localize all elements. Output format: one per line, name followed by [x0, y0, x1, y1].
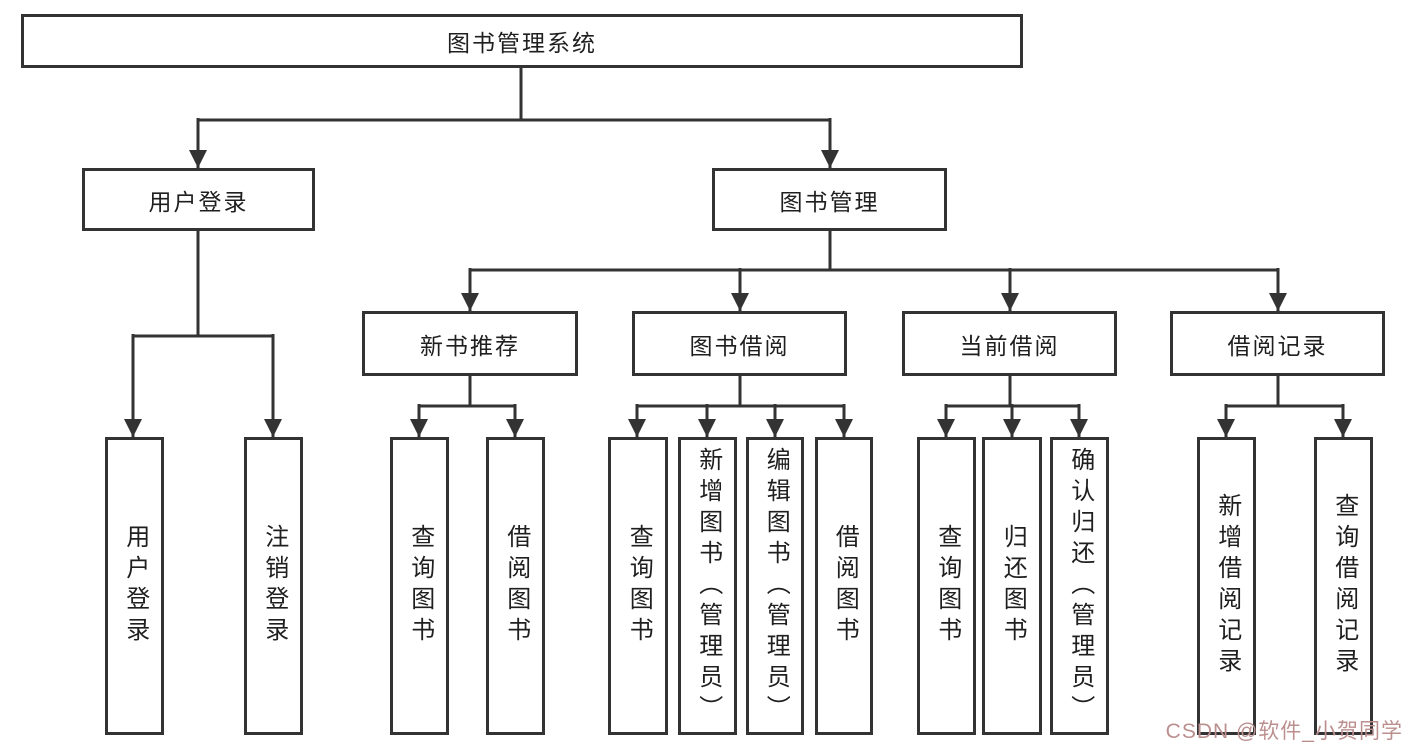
leaf-recommend-borrow-books-label: 借阅图书 — [502, 524, 530, 648]
leaf-edit-books-admin: 编辑图书（管理员） — [746, 437, 804, 735]
leaf-return-books-label: 归还图书 — [999, 524, 1027, 648]
leaf-return-books: 归还图书 — [982, 437, 1042, 735]
node-current-borrowing-label: 当前借阅 — [959, 332, 1060, 359]
node-book-borrowing: 图书借阅 — [632, 311, 847, 376]
leaf-user-login-action: 用户登录 — [105, 437, 164, 735]
leaf-borrowing-query-books: 查询图书 — [608, 437, 668, 735]
node-book-borrowing-label: 图书借阅 — [689, 332, 790, 359]
node-borrowing-records-label: 借阅记录 — [1227, 332, 1328, 359]
node-user-login-label: 用户登录 — [148, 188, 249, 215]
leaf-query-borrow-record-label: 查询借阅记录 — [1330, 493, 1358, 679]
leaf-recommend-borrow-books: 借阅图书 — [486, 437, 545, 735]
leaf-borrowing-borrow-books-label: 借阅图书 — [831, 524, 859, 648]
node-user-login: 用户登录 — [82, 168, 315, 231]
leaf-borrowing-query-books-label: 查询图书 — [625, 524, 653, 648]
node-new-book-recommend-label: 新书推荐 — [420, 332, 520, 359]
node-new-book-recommend: 新书推荐 — [362, 311, 578, 376]
leaf-logout-action: 注销登录 — [244, 437, 303, 735]
leaf-add-borrow-record-label: 新增借阅记录 — [1213, 493, 1241, 679]
leaf-add-books-admin-label: 新增图书（管理员） — [694, 446, 722, 726]
node-root-system-label: 图书管理系统 — [447, 30, 597, 56]
watermark: CSDN @软件_小贺同学 — [1165, 720, 1403, 743]
leaf-borrowing-borrow-books: 借阅图书 — [815, 437, 873, 735]
leaf-confirm-return-admin: 确认归还（管理员） — [1050, 437, 1109, 735]
leaf-user-login-action-label: 用户登录 — [121, 524, 149, 648]
leaf-add-books-admin: 新增图书（管理员） — [678, 437, 737, 735]
node-borrowing-records: 借阅记录 — [1170, 311, 1385, 376]
node-root-system: 图书管理系统 — [21, 14, 1023, 68]
leaf-edit-books-admin-label: 编辑图书（管理员） — [762, 446, 790, 726]
leaf-current-query-books-label: 查询图书 — [933, 524, 961, 648]
leaf-recommend-query-books: 查询图书 — [390, 437, 449, 735]
leaf-recommend-query-books-label: 查询图书 — [406, 524, 434, 648]
node-book-management: 图书管理 — [712, 168, 947, 231]
leaf-current-query-books: 查询图书 — [917, 437, 976, 735]
leaf-add-borrow-record: 新增借阅记录 — [1197, 437, 1256, 735]
node-current-borrowing: 当前借阅 — [902, 311, 1117, 376]
node-book-management-label: 图书管理 — [779, 188, 880, 215]
leaf-logout-action-label: 注销登录 — [260, 524, 288, 648]
leaf-query-borrow-record: 查询借阅记录 — [1314, 437, 1373, 735]
leaf-confirm-return-admin-label: 确认归还（管理员） — [1066, 446, 1094, 726]
